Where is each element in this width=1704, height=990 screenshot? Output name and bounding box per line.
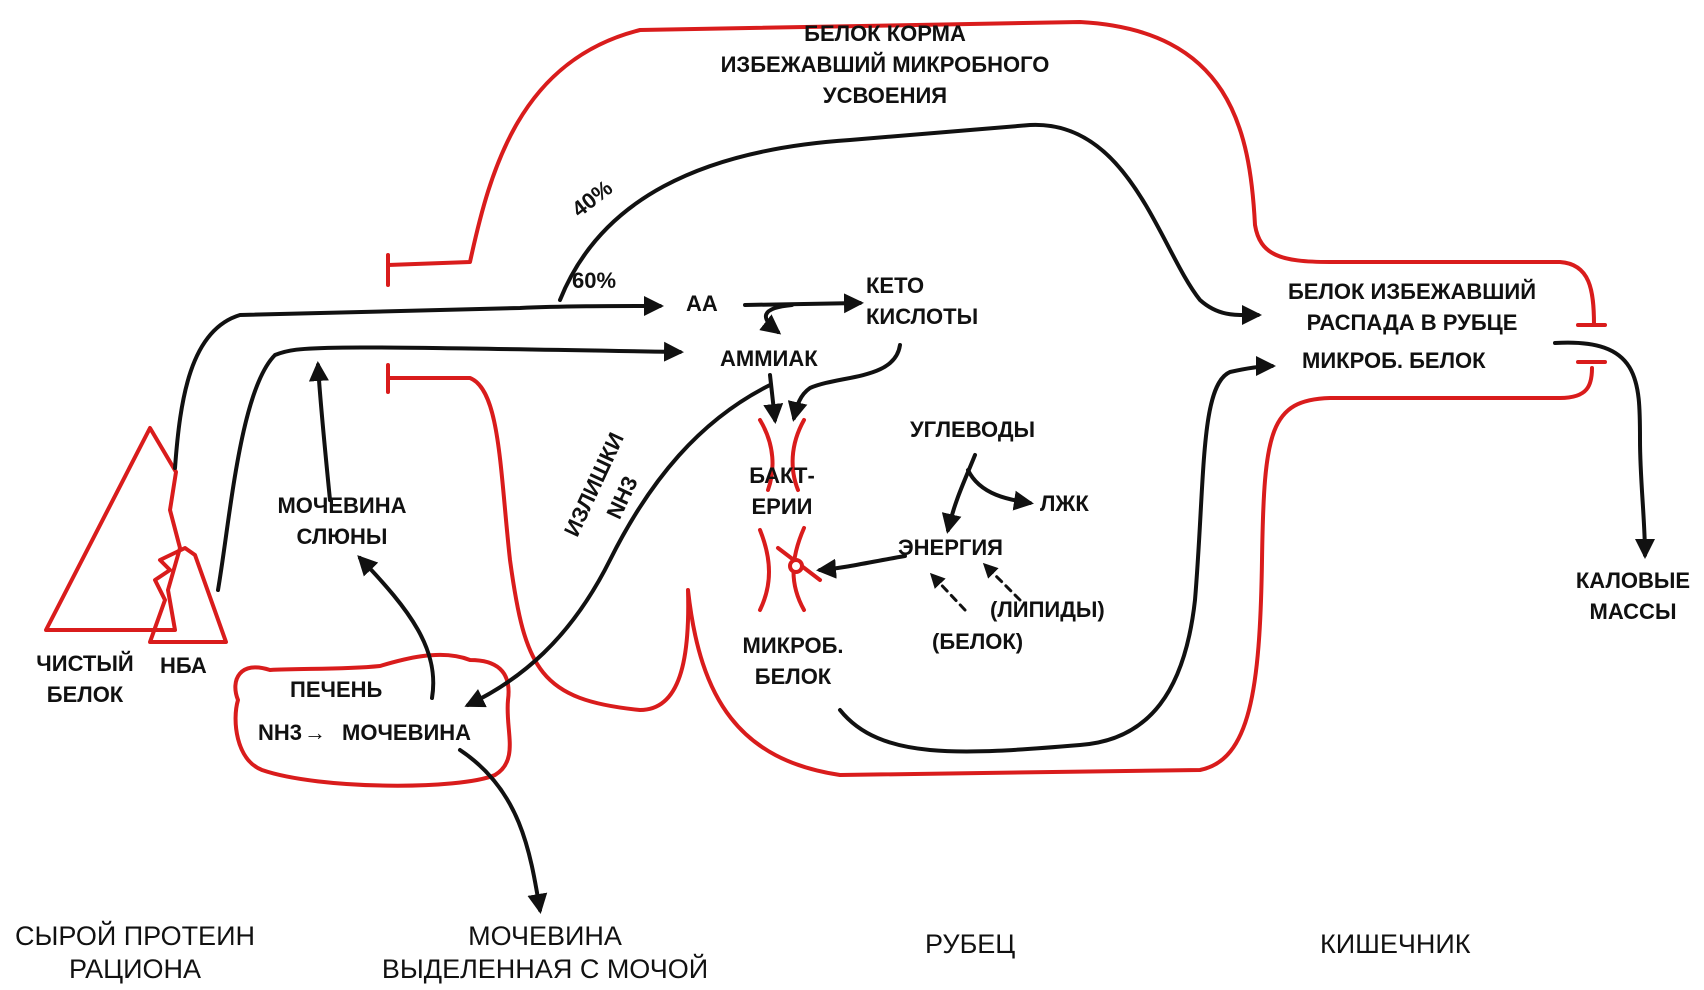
arrow-to-feces — [1555, 343, 1645, 555]
escaped-feed-protein-line3: УСВОЕНИЯ — [660, 80, 1110, 111]
aa-label: АА — [686, 288, 718, 319]
section-intestine: КИШЕЧНИК — [1320, 928, 1471, 961]
escaped-feed-protein-label: БЕЛОК КОРМА ИЗБЕЖАВШИЙ МИКРОБНОГО УСВОЕН… — [660, 18, 1110, 111]
section-crude-protein: СЫРОЙ ПРОТЕИН РАЦИОНА — [0, 920, 270, 986]
true-protein-line1: ЧИСТЫЙ — [20, 648, 150, 679]
urine-line2: ВЫДЕЛЕННАЯ С МОЧОЙ — [360, 953, 730, 986]
saliva-line1: МОЧЕВИНА — [262, 490, 422, 521]
arrow-urea-to-urine — [460, 750, 540, 910]
feces-line2: МАССЫ — [1562, 596, 1704, 627]
nh3-to-urea-arrow: → — [304, 717, 326, 748]
section-urine-urea: МОЧЕВИНА ВЫДЕЛЕННАЯ С МОЧОЙ — [360, 920, 730, 986]
keto-acids-label: КЕТО КИСЛОТЫ — [866, 270, 978, 332]
protein-label: (БЕЛОК) — [932, 626, 1023, 657]
bypass-line1: БЕЛОК ИЗБЕЖАВШИЙ — [1262, 276, 1562, 307]
urine-line1: МОЧЕВИНА — [360, 920, 730, 953]
energy-label: ЭНЕРГИЯ — [898, 532, 1003, 563]
bypass-protein-label: БЕЛОК ИЗБЕЖАВШИЙ РАСПАДА В РУБЦЕ — [1262, 276, 1562, 338]
arrow-aa-to-keto — [745, 303, 860, 305]
npn-label: НБА — [160, 650, 207, 681]
true-protein-line2: БЕЛОК — [20, 679, 150, 710]
vfa-label: ЛЖК — [1040, 488, 1089, 519]
microbial-protein-intestine-label: МИКРОБ. БЕЛОК — [1302, 345, 1486, 376]
microb-line1: МИКРОБ. — [728, 630, 858, 661]
saliva-urea-label: МОЧЕВИНА СЛЮНЫ — [262, 490, 422, 552]
escaped-feed-protein-line1: БЕЛОК КОРМА — [660, 18, 1110, 49]
bypass-line2: РАСПАДА В РУБЦЕ — [1262, 307, 1562, 338]
true-protein-triangle — [46, 428, 180, 630]
escaped-feed-protein-line2: ИЗБЕЖАВШИЙ МИКРОБНОГО — [660, 49, 1110, 80]
percent-60-label: 60% — [572, 265, 616, 296]
arrow-true-protein-to-aa — [175, 306, 660, 468]
ammonia-label: АММИАК — [720, 343, 818, 374]
saliva-line2: СЛЮНЫ — [262, 521, 422, 552]
bacteria-label: БАКТ- ЕРИИ — [742, 460, 822, 522]
microbial-protein-rumen-label: МИКРОБ. БЕЛОК — [728, 630, 858, 692]
section-rumen: РУБЕЦ — [925, 928, 1015, 961]
microb-line2: БЕЛОК — [728, 661, 858, 692]
bacteria-line1: БАКТ- — [742, 460, 822, 491]
liver-label: ПЕЧЕНЬ — [290, 674, 382, 705]
crude-line2: РАЦИОНА — [0, 953, 270, 986]
carbohydrates-label: УГЛЕВОДЫ — [910, 414, 1035, 445]
true-protein-label: ЧИСТЫЙ БЕЛОК — [20, 648, 150, 710]
keto-line1: КЕТО — [866, 270, 978, 301]
crude-line1: СЫРОЙ ПРОТЕИН — [0, 920, 270, 953]
npn-triangle — [150, 548, 226, 642]
nh3-label: NH3 — [258, 717, 302, 748]
feces-label: КАЛОВЫЕ МАССЫ — [1562, 565, 1704, 627]
feces-line1: КАЛОВЫЕ — [1562, 565, 1704, 596]
bacteria-line2: ЕРИИ — [742, 491, 822, 522]
lipids-label: (ЛИПИДЫ) — [990, 594, 1105, 625]
urea-label: МОЧЕВИНА — [342, 717, 471, 748]
keto-line2: КИСЛОТЫ — [866, 301, 978, 332]
